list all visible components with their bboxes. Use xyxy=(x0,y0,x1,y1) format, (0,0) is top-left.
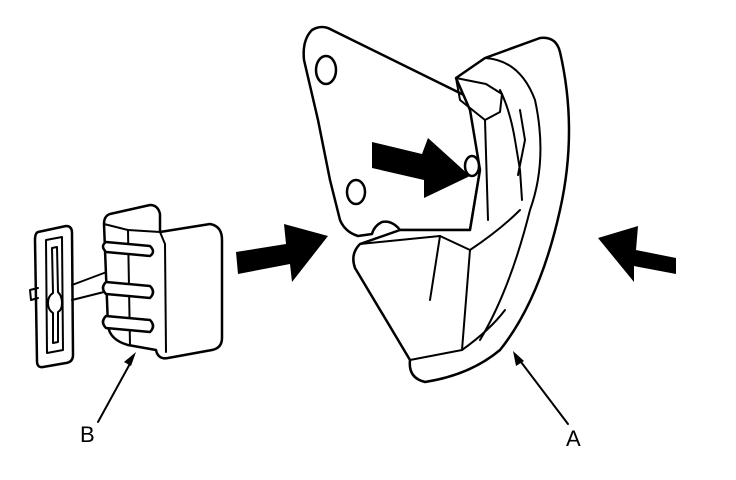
part-b-slider-block xyxy=(101,203,224,360)
leader-line-b xyxy=(97,352,136,423)
part-a-tensioner-arm xyxy=(302,25,571,384)
arrow-center-press xyxy=(372,138,470,198)
arrow-left-insert xyxy=(236,224,328,282)
mounting-hole-top xyxy=(314,54,338,86)
leader-line-a xyxy=(513,351,569,425)
mounting-hole-bottom xyxy=(345,178,367,206)
arrow-right-press xyxy=(598,226,676,282)
callout-label-a: A xyxy=(566,426,581,451)
callout-label-b: B xyxy=(80,422,95,447)
part-b-retainer-plate xyxy=(29,224,113,369)
